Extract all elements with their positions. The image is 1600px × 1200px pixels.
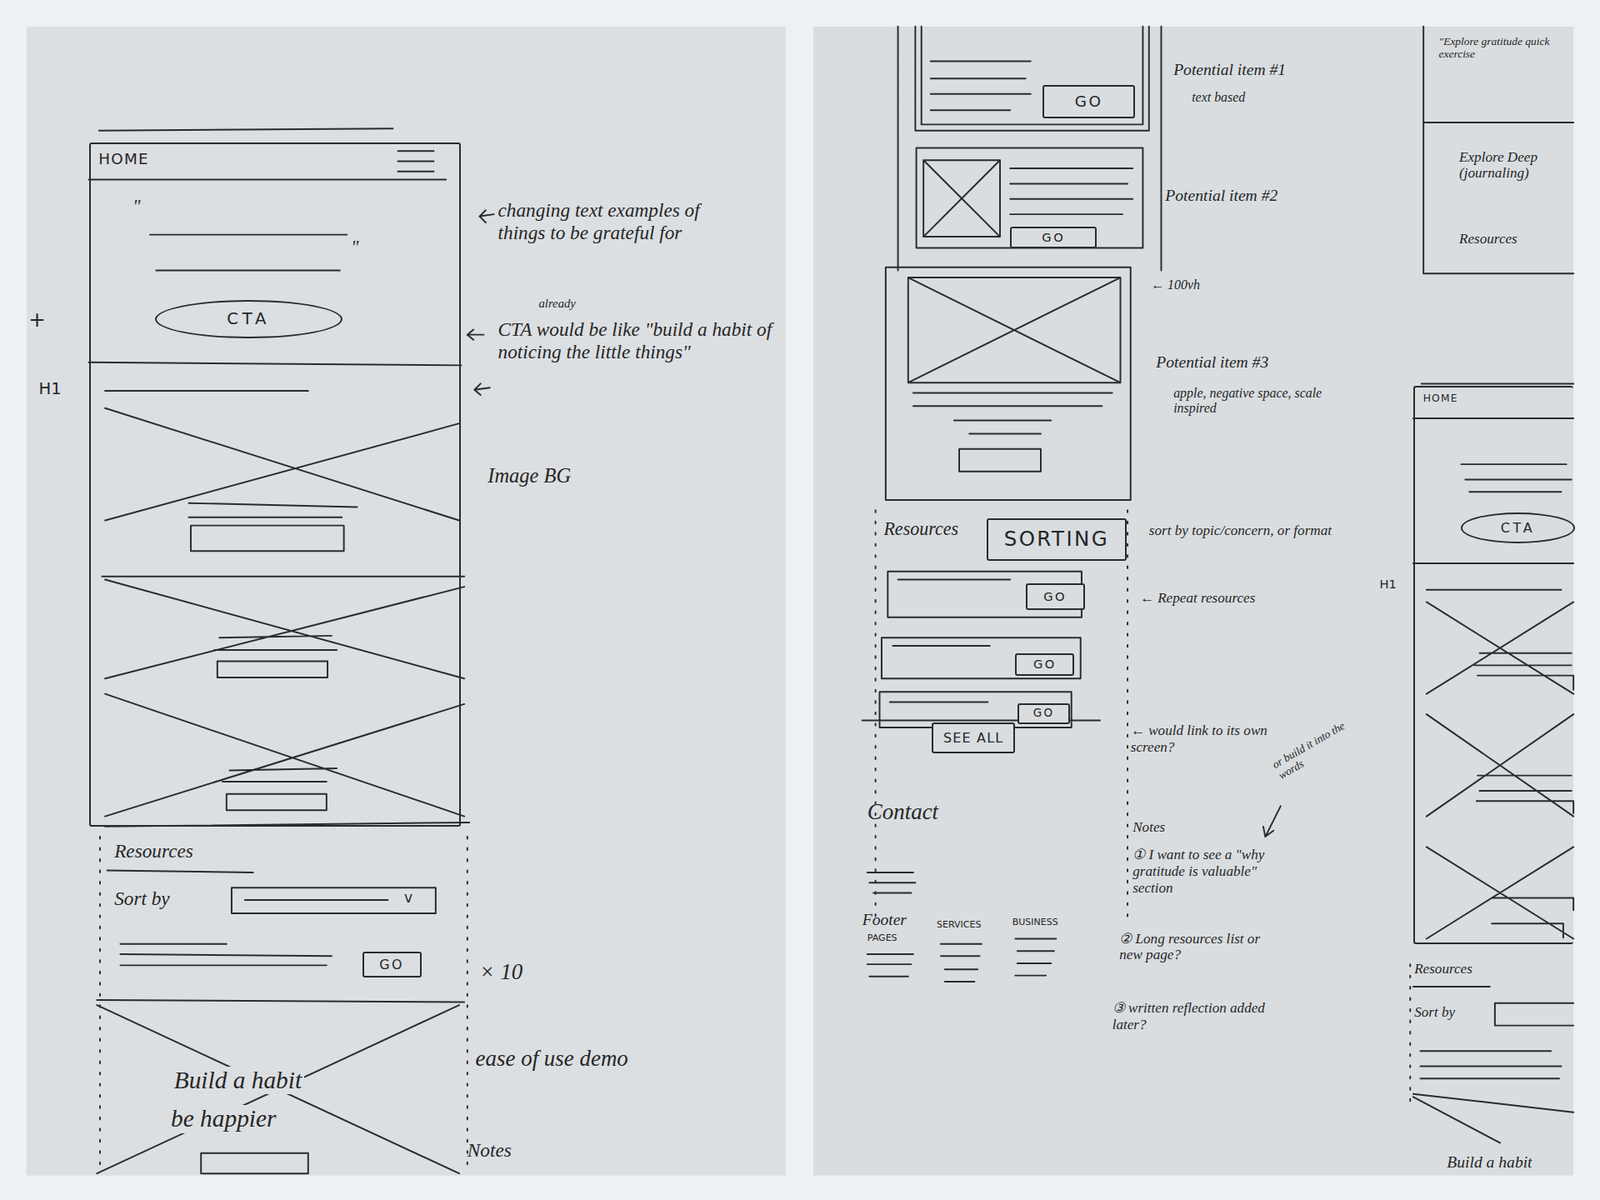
resources-sketch	[96, 870, 465, 1002]
phone-frame: HOME CTA	[1413, 385, 1574, 945]
button-label: GO	[1075, 93, 1104, 110]
sketch-note: be happier	[168, 1105, 279, 1134]
go-button: GO	[1042, 85, 1135, 119]
go-button: GO	[362, 951, 422, 978]
sketch-note: ← would link to its own screen?	[1130, 722, 1305, 755]
mini-phone-sketch	[1413, 383, 1574, 939]
sketch-note: H1	[39, 380, 62, 400]
sketch-note: Resources	[1459, 230, 1518, 248]
sketch-note: Notes	[467, 1139, 512, 1162]
button-label: GO	[379, 957, 405, 973]
sketch-note: ③ written reflection added later?	[1112, 1000, 1266, 1033]
sketch-note: Resources	[1414, 960, 1473, 978]
item-card-sketch	[898, 26, 1162, 271]
button-label: GO	[1033, 707, 1055, 720]
button-label: GO	[1041, 230, 1065, 245]
sketch-note: Potential item #3	[1155, 353, 1269, 373]
button-label: CTA	[1500, 520, 1536, 536]
photo-panel	[26, 26, 786, 1176]
sketch-note: × 10	[480, 959, 524, 985]
sketch-note: "Explore gratitude quick exercise	[1439, 35, 1567, 61]
image-placeholder	[101, 408, 465, 577]
left-phone-sketch	[89, 128, 462, 391]
see-all-button: SEE ALL	[931, 722, 1015, 754]
sketch-note: v	[404, 890, 413, 907]
sketch-note: Potential item #1	[1173, 60, 1286, 80]
sketch-note: Resources	[883, 518, 959, 540]
go-button: GO	[1010, 226, 1097, 249]
sketch-note: already	[539, 296, 576, 311]
cta-pill: CTA	[155, 300, 343, 340]
sketch-note: sort by topic/concern, or format	[1149, 522, 1395, 540]
sketch-note: Sort by	[1414, 1004, 1455, 1021]
sketch-note: ② Long resources list or new page?	[1119, 930, 1283, 964]
sketch-note: PAGES	[867, 933, 898, 945]
sketch-note: changing text examples of things to be g…	[498, 199, 739, 245]
demo-placeholder	[96, 1005, 460, 1174]
cta-pill: CTA	[1460, 512, 1575, 544]
sketch-note: Footer	[862, 910, 907, 930]
photo-panel	[813, 26, 1574, 1176]
sketch-note: Contact	[867, 799, 939, 825]
page-header-text: HOME	[98, 150, 451, 168]
button-label: SORTING	[1004, 528, 1110, 551]
sketch-note: SERVICES	[936, 920, 981, 931]
page-header-text: HOME	[1423, 393, 1566, 405]
sketch-note: CTA would be like "build a habit of noti…	[498, 318, 775, 364]
leader-arrow	[1263, 805, 1281, 837]
image-placeholder	[105, 580, 465, 680]
phone-frame: HOME CTA	[89, 142, 462, 826]
go-button: GO	[1015, 653, 1075, 676]
button-label: GO	[1033, 657, 1057, 671]
sketch-note: ← 100vh	[1150, 277, 1200, 293]
sketch-note: Resources	[114, 840, 194, 863]
item-card-sketch	[885, 267, 1131, 500]
sketch-note: Notes	[1132, 819, 1165, 836]
mini-resources-sketch	[1413, 986, 1574, 1143]
sketch-note: ① I want to see a "why gratitude is valu…	[1132, 846, 1286, 896]
section-dotted-border	[1409, 964, 1411, 1102]
sketch-note: or build it into the words	[1270, 719, 1354, 783]
sketch-note: "	[350, 236, 359, 258]
sketch-note: text based	[1191, 90, 1245, 105]
sketch-note: Build a habit	[171, 1066, 305, 1095]
sketch-note: +	[28, 308, 46, 332]
leader-arrow	[467, 210, 495, 395]
sorting-box: SORTING	[986, 518, 1127, 561]
sketch-note: ← Repeat resources	[1140, 590, 1256, 607]
item-card-sketch	[916, 148, 1144, 249]
go-button: GO	[1025, 583, 1085, 610]
sketch-note: "	[132, 195, 140, 217]
sketch-note: Potential item #2	[1165, 186, 1278, 206]
sketch-note: Image BG	[487, 464, 571, 488]
button-label: GO	[1043, 590, 1067, 604]
sketch-note: H1	[1380, 577, 1397, 592]
image-placeholder	[105, 694, 470, 827]
resource-card-sketch	[862, 571, 1100, 728]
sketch-note: Sort by	[114, 887, 170, 910]
sketch-note: ease of use demo	[475, 1045, 629, 1072]
button-label: SEE ALL	[943, 730, 1004, 746]
button-label: CTA	[226, 310, 270, 329]
sketch-note: apple, negative space, scale inspired	[1173, 385, 1327, 417]
sketch-note: BUSINESS	[1012, 917, 1059, 929]
sketch-note: Build a habit	[1446, 1153, 1532, 1173]
sketch-note: Explore Deep (journaling)	[1459, 149, 1570, 182]
go-button: GO	[1017, 703, 1071, 725]
side-panel-sketch	[1423, 26, 1574, 274]
